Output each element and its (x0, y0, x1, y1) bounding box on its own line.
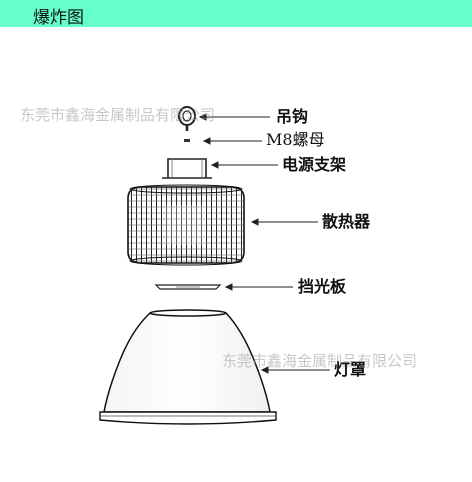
leader-arrows (198, 113, 330, 374)
hook-part (178, 106, 196, 131)
watermark-top: 东莞市鑫海金属制品有限公司 (20, 106, 216, 124)
label-nut: M8螺母 (266, 130, 325, 149)
heatsink-part (127, 184, 245, 266)
title-bar: 爆炸图 (0, 0, 472, 28)
watermark-bottom: 东莞市鑫海金属制品有限公司 (222, 352, 418, 370)
bracket-part (162, 158, 212, 179)
page-title: 爆炸图 (33, 8, 84, 28)
label-lampshade: 灯罩 (334, 360, 367, 379)
baffle-part (154, 284, 222, 290)
label-heatsink: 散热器 (322, 212, 371, 231)
label-bracket: 电源支架 (282, 155, 347, 174)
label-baffle: 挡光板 (298, 277, 347, 296)
lampshade-part (99, 309, 277, 425)
label-hook: 吊钩 (276, 107, 309, 126)
nut-part (184, 139, 190, 142)
